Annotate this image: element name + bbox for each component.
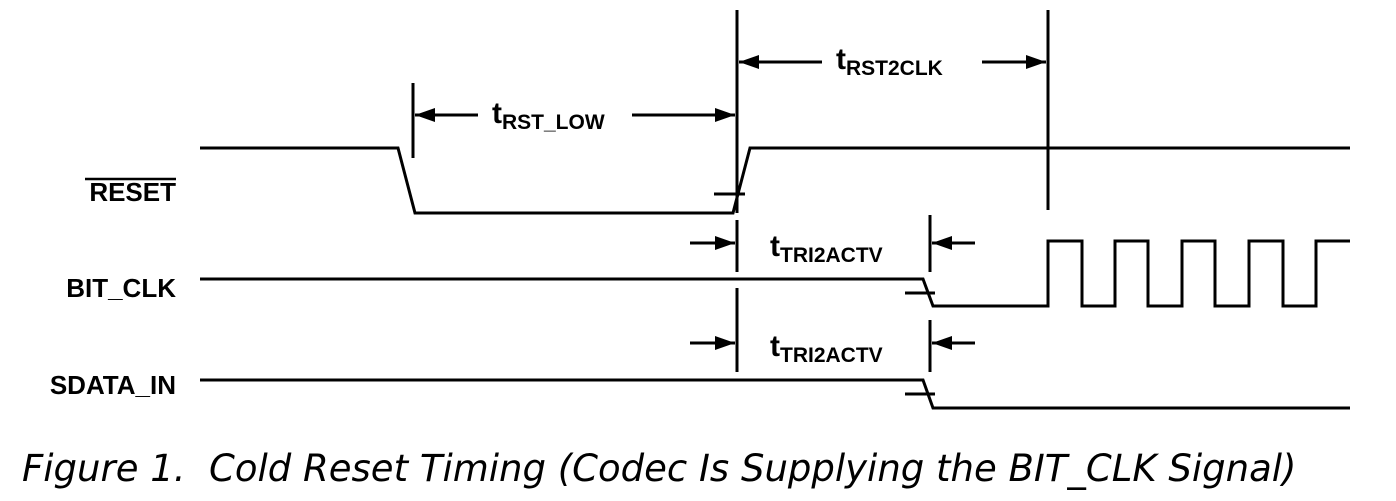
t-tri2actv-clk-label: tTRI2ACTV [770,230,883,267]
sdata-in-waveform [200,378,1350,410]
bit-clk-waveform [200,239,1350,308]
sdata-in-signal-label: SDATA_IN [50,370,176,400]
figure-caption: Figure 1. Cold Reset Timing (Codec Is Su… [22,447,1296,490]
reset-signal-label: RESET [89,177,176,207]
t-tri2actv-sdata-label: tTRI2ACTV [770,330,883,367]
bit-clk-signal-label: BIT_CLK [66,273,176,303]
reset-waveform [200,146,1350,215]
t-rst-low-label: tRST_LOW [492,97,605,134]
t-rst2clk-label: tRST2CLK [836,43,943,80]
